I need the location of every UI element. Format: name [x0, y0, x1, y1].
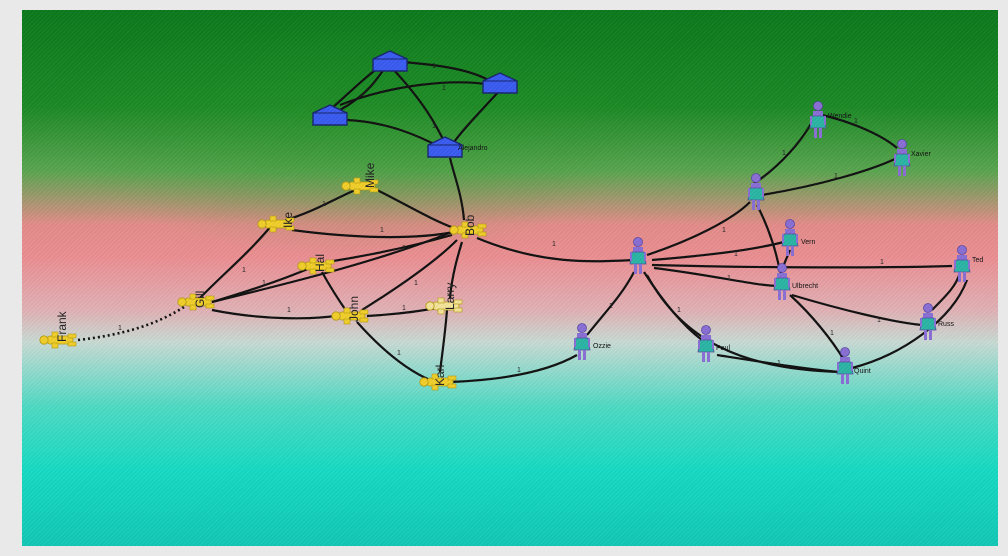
- edge-russ-ted: [931, 271, 962, 311]
- edge-larry-karl: [438, 309, 449, 373]
- edge-ozzie-female: [586, 271, 635, 336]
- edge-gill-ike: [199, 224, 273, 299]
- edge-top-house3-alejandro: [346, 118, 443, 149]
- edge-label: 1: [727, 275, 731, 282]
- node-label-ted: Ted: [972, 257, 983, 264]
- edge-frank-gill: [77, 303, 188, 342]
- edge-label: 1: [517, 367, 521, 374]
- edge-gill-john: [211, 308, 343, 320]
- edge-bob-alejandro: [448, 157, 466, 221]
- edge-ulbrecht-russ: [791, 293, 923, 327]
- edge-label: 1: [854, 118, 858, 125]
- node-label-ozzie: Ozzie: [593, 343, 611, 350]
- node-label-ulbrecht: Ulbrecht: [792, 283, 818, 290]
- edge-label: 1: [432, 63, 436, 70]
- node-label-vern: Vern: [801, 239, 816, 246]
- edge-label: 1: [287, 307, 291, 314]
- node-label-russ: Russ: [938, 321, 954, 328]
- node-label-bob: Bob: [463, 214, 477, 236]
- edge-female-quint: [646, 274, 843, 374]
- person-node-ted[interactable]: [953, 245, 971, 283]
- house-node-2[interactable]: [482, 72, 518, 94]
- edge-label: 1: [442, 85, 446, 92]
- node-label-gill: Gill: [193, 291, 207, 308]
- edge-mike-bob: [376, 189, 455, 230]
- edge-label: 1: [402, 305, 406, 312]
- node-label-mike: Mike: [363, 162, 377, 188]
- node-label-ike: Ike: [281, 212, 295, 228]
- edge-top-alejandro-a: [391, 67, 449, 149]
- network-graph: 1 1 1 1 1 1 1 1 1 1 1 1 1 1 1 1 1 1 1 1 …: [39, 50, 983, 391]
- edge-hal-bob: [326, 233, 453, 264]
- node-label-larry: Larry: [443, 283, 457, 310]
- node-label-paul: Paul: [716, 345, 730, 352]
- edge-bob-female: [476, 236, 635, 263]
- edge-larry-bob: [448, 241, 464, 299]
- node-label-hal: Hal: [313, 254, 327, 272]
- edge-paul-quint: [716, 353, 841, 374]
- node-label-john: John: [347, 296, 361, 322]
- edge-label: 1: [118, 325, 122, 332]
- edge-label: 1: [322, 201, 326, 208]
- edge-label: 1: [432, 123, 436, 130]
- person-node-ulbrecht[interactable]: [773, 263, 791, 301]
- edge-hal-john: [321, 271, 348, 313]
- node-label-wendie: Wendie: [828, 113, 852, 120]
- person-node-female-centre[interactable]: [629, 237, 647, 275]
- person-node-xavier[interactable]: [893, 139, 911, 177]
- edge-karl-ozzie: [449, 354, 578, 384]
- edge-ike-mike: [291, 186, 361, 220]
- edge-label: 1: [722, 227, 726, 234]
- edge-female-xavier: [761, 157, 898, 197]
- node-label-quint: Quint: [854, 368, 871, 375]
- node-label-xavier: Xavier: [911, 151, 932, 158]
- edge-female-ulbrecht: [653, 266, 778, 288]
- edge-label: 1: [397, 350, 401, 357]
- person-node-paul[interactable]: [697, 325, 715, 363]
- edge-top-house2-alejandro: [451, 89, 501, 146]
- edge-label: 1: [830, 330, 834, 337]
- node-label-alejandro: Alejandro: [458, 145, 488, 152]
- edge-label: 1: [262, 280, 266, 287]
- edge-label: 1: [734, 251, 738, 258]
- edge-label: 1: [242, 267, 246, 274]
- network-canvas: 1 1 1 1 1 1 1 1 1 1 1 1 1 1 1 1 1 1 1 1 …: [22, 10, 998, 546]
- edge-label: 1: [880, 259, 884, 266]
- edge-label: 1: [782, 150, 786, 157]
- edge-labels: 1 1 1 1 1 1 1 1 1 1 1 1 1 1 1 1 1 1 1 1 …: [118, 63, 884, 374]
- edge-ulbrecht-quint: [789, 294, 845, 361]
- node-label-frank: Frank: [55, 310, 69, 342]
- edge-quint-ted: [851, 279, 969, 370]
- edge-label: 1: [677, 307, 681, 314]
- edge-john-karl: [356, 321, 431, 382]
- edge-label: 1: [414, 280, 418, 287]
- edge-label: 1: [834, 173, 838, 180]
- edge-label: 1: [380, 227, 384, 234]
- house-node-1[interactable]: [372, 50, 408, 72]
- edge-top-female-ulbrecht: [756, 204, 782, 273]
- edge-female-ted: [651, 263, 953, 269]
- edge-label: 1: [609, 303, 613, 310]
- edge-label: 1: [552, 241, 556, 248]
- person-node-wendie[interactable]: [809, 101, 827, 139]
- edge-female-centre-ulbrecht-top: [646, 201, 751, 257]
- node-label-karl: Karl: [433, 365, 447, 386]
- edge-wendie-xavier: [821, 113, 898, 149]
- edge-label: 1: [877, 317, 881, 324]
- edge-label: 1: [777, 360, 781, 367]
- edge-top-house1-house2: [401, 60, 493, 83]
- edge-female-vern: [651, 240, 785, 262]
- edge-ike-bob: [291, 228, 455, 239]
- edge-john-bob: [361, 239, 458, 311]
- edge-label: 1: [402, 245, 406, 252]
